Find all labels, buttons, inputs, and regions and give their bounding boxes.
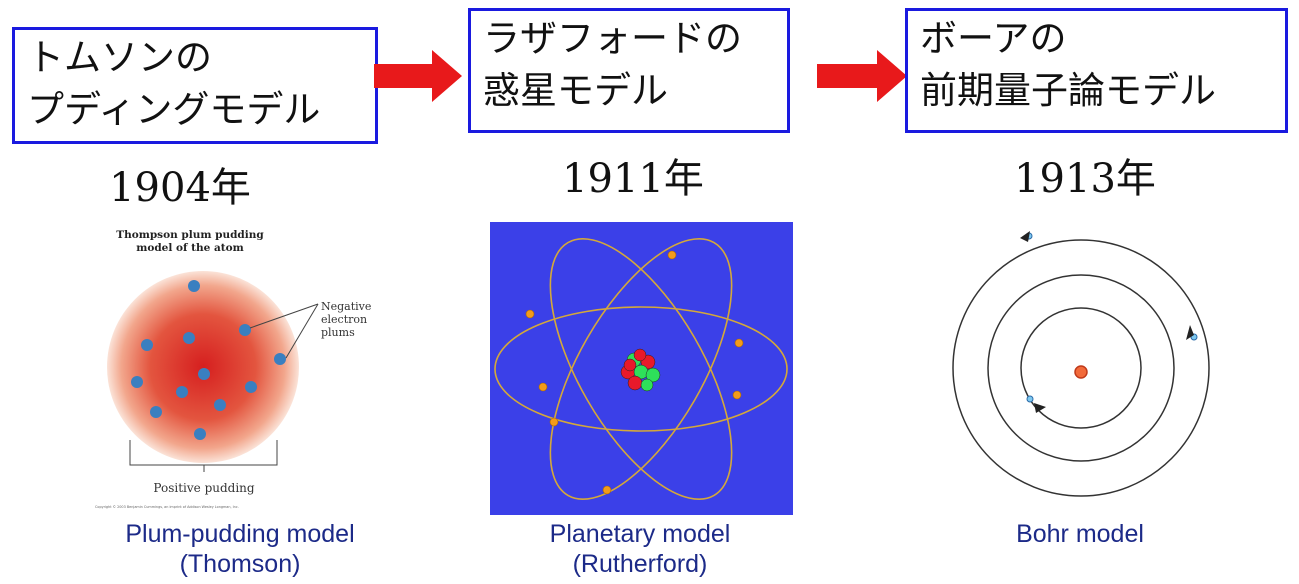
orbit-horizontal bbox=[494, 306, 788, 432]
bohr-orbit-inner bbox=[1020, 307, 1142, 429]
bohr-year: 1913年 bbox=[1005, 146, 1165, 204]
bohr-year-number: 1913 bbox=[1014, 156, 1116, 202]
rutherford-year: 1911年 bbox=[553, 146, 713, 204]
positive-pudding-label: Positive pudding bbox=[153, 481, 255, 495]
rutherford-title-box: ラザフォードの 惑星モデル bbox=[468, 8, 790, 133]
electron-plum bbox=[214, 399, 226, 411]
thomson-year: 1904年 bbox=[100, 155, 260, 213]
thomson-caption-line-1: Plum-pudding model bbox=[125, 520, 355, 548]
bohr-caption-line-1: Bohr model bbox=[1016, 520, 1144, 548]
planetary-model-figure bbox=[490, 222, 793, 515]
figure-copyright: Copyright © 2003 Benjamin Cummings, an i… bbox=[95, 505, 239, 509]
electron-orbits bbox=[494, 238, 788, 500]
bohr-caption: Bohr model bbox=[935, 519, 1225, 549]
bohr-title-box: ボーアの 前期量子論モデル bbox=[905, 8, 1288, 133]
nucleus bbox=[620, 348, 661, 392]
electron-plum bbox=[239, 324, 251, 336]
electron-plum bbox=[274, 353, 286, 365]
bohr-orbit-outer bbox=[952, 239, 1210, 497]
bohr-orbits bbox=[952, 239, 1210, 497]
plum-title-line-2: model of the atom bbox=[136, 242, 244, 254]
electron-plum bbox=[176, 386, 188, 398]
orbit-electron bbox=[538, 382, 548, 392]
bohr-model-figure bbox=[952, 231, 1210, 497]
thomson-caption-line-2: (Thomson) bbox=[179, 550, 301, 578]
orbit-electron bbox=[734, 338, 744, 348]
plum-title-line-1: Thompson plum pudding bbox=[116, 229, 264, 241]
negative-label-line-1: Negative bbox=[321, 300, 371, 313]
bohr-year-suffix: 年 bbox=[1115, 156, 1156, 202]
pudding-bracket bbox=[129, 440, 278, 472]
orbit-direction-arrows bbox=[1020, 231, 1194, 413]
thomson-caption: Plum-pudding model (Thomson) bbox=[95, 519, 385, 579]
rutherford-year-number: 1911 bbox=[562, 156, 664, 202]
electron-plum bbox=[183, 332, 195, 344]
thomson-year-number: 1904 bbox=[109, 165, 211, 211]
orbit-electron bbox=[525, 309, 535, 319]
electron-plum bbox=[150, 406, 162, 418]
rutherford-caption-line-1: Planetary model bbox=[549, 520, 731, 548]
electron-plum bbox=[194, 428, 206, 440]
rutherford-title-line-1: ラザフォードの bbox=[483, 17, 742, 60]
bohr-nucleus bbox=[1074, 365, 1088, 379]
direction-arrow-icon bbox=[1186, 325, 1194, 340]
thomson-year-suffix: 年 bbox=[210, 165, 251, 211]
thomson-title-line-2: プディングモデル bbox=[27, 88, 321, 131]
electron-plum bbox=[141, 339, 153, 351]
direction-arrow-icon bbox=[1034, 403, 1046, 413]
direction-arrow-icon bbox=[1020, 231, 1030, 242]
orbit-electron bbox=[732, 390, 742, 400]
rutherford-caption: Planetary model (Rutherford) bbox=[495, 519, 785, 579]
electron-plum bbox=[188, 280, 200, 292]
rutherford-title-line-2: 惑星モデル bbox=[483, 69, 668, 112]
orbit-electron bbox=[549, 417, 559, 427]
electron-plum bbox=[198, 368, 210, 380]
thomson-title-box: トムソンの プディングモデル bbox=[12, 27, 378, 144]
orbit-electron bbox=[667, 250, 677, 260]
negative-label-line-2: electron bbox=[321, 313, 367, 326]
arrow-right-icon bbox=[817, 50, 907, 102]
orbit-tilted-right bbox=[549, 238, 733, 500]
plum-pudding-figure: Thompson plum pudding model of the atom … bbox=[95, 229, 371, 509]
orbit-tilted-left bbox=[549, 238, 733, 500]
negative-label-line-3: plums bbox=[321, 326, 355, 339]
label-leaders bbox=[249, 303, 319, 359]
orbit-electrons bbox=[525, 250, 744, 495]
arrow-right-icon bbox=[374, 50, 462, 102]
orbit-electron bbox=[602, 485, 612, 495]
bohr-electron bbox=[1026, 395, 1034, 403]
bohr-electrons bbox=[1025, 232, 1198, 403]
thomson-title-line-1: トムソンの bbox=[27, 36, 212, 79]
electron-plum bbox=[245, 381, 257, 393]
bohr-title-line-2: 前期量子論モデル bbox=[920, 69, 1216, 112]
rutherford-caption-line-2: (Rutherford) bbox=[572, 550, 708, 578]
bohr-title-line-1: ボーアの bbox=[920, 17, 1067, 60]
electron-plum bbox=[131, 376, 143, 388]
rutherford-year-suffix: 年 bbox=[663, 156, 704, 202]
bohr-orbit-middle bbox=[987, 274, 1175, 462]
electron-plums bbox=[131, 280, 286, 440]
